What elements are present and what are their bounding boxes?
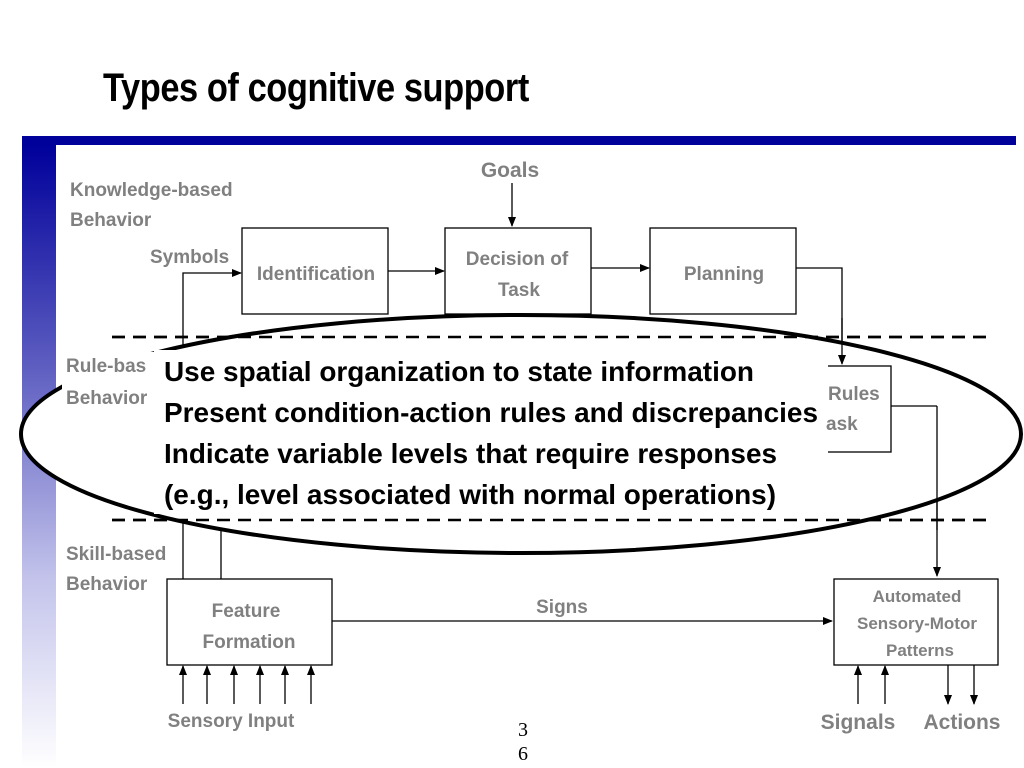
rule-label-backdrop	[62, 352, 156, 412]
goals-label: Goals	[481, 159, 539, 182]
overlay-line-3: Indicate variable levels that require re…	[164, 438, 777, 469]
rules-label-1: Rules	[828, 384, 880, 405]
title-underline-bar	[22, 136, 1016, 145]
planning-box	[649, 227, 797, 315]
skill-level-label-2: Behavior	[66, 574, 148, 595]
automated-label-2: Sensory-Motor	[857, 614, 977, 633]
symbols-label: Symbols	[150, 247, 229, 268]
skill-level-label-1: Skill-based	[66, 544, 166, 565]
overlay-line-2: Present condition-action rules and discr…	[164, 397, 818, 428]
page-number-line-2: 6	[518, 743, 528, 765]
rule-level-label-1-over: Rule-bas	[66, 356, 146, 377]
page-number: 3 6	[513, 718, 533, 766]
symbols-arrow	[182, 269, 242, 345]
slide-title: Types of cognitive support	[103, 66, 529, 110]
actions-label: Actions	[923, 711, 1000, 734]
feature-formation-box	[166, 578, 333, 666]
knowledge-level-label-2: Behavior	[70, 210, 152, 231]
identification-box	[241, 227, 389, 315]
overlay-line-1: Use spatial organization to state inform…	[164, 356, 754, 387]
identification-label: Identification	[257, 264, 375, 285]
decision-box	[444, 227, 592, 315]
feature-formation-label-2: Formation	[203, 632, 296, 653]
sensory-input-label: Sensory Input	[168, 711, 295, 732]
automated-label-1: Automated	[873, 587, 962, 606]
signals-label: Signals	[821, 711, 896, 734]
rule-level-label-2-over: Behavior	[66, 388, 148, 409]
signs-label: Signs	[536, 597, 588, 618]
page-number-line-1: 3	[518, 719, 528, 741]
planning-label: Planning	[684, 264, 764, 285]
overlay-text-backdrop	[154, 350, 824, 514]
automated-label-3: Patterns	[886, 641, 954, 660]
decision-label-1: Decision of	[466, 249, 569, 270]
feature-formation-label-1: Feature	[212, 601, 281, 622]
automated-patterns-box	[833, 578, 999, 666]
rules-label-2: ask	[826, 414, 858, 435]
knowledge-level-label-1: Knowledge-based	[70, 180, 233, 201]
overlay-line-4: (e.g., level associated with normal oper…	[164, 479, 776, 510]
decision-label-2: Task	[498, 280, 540, 301]
